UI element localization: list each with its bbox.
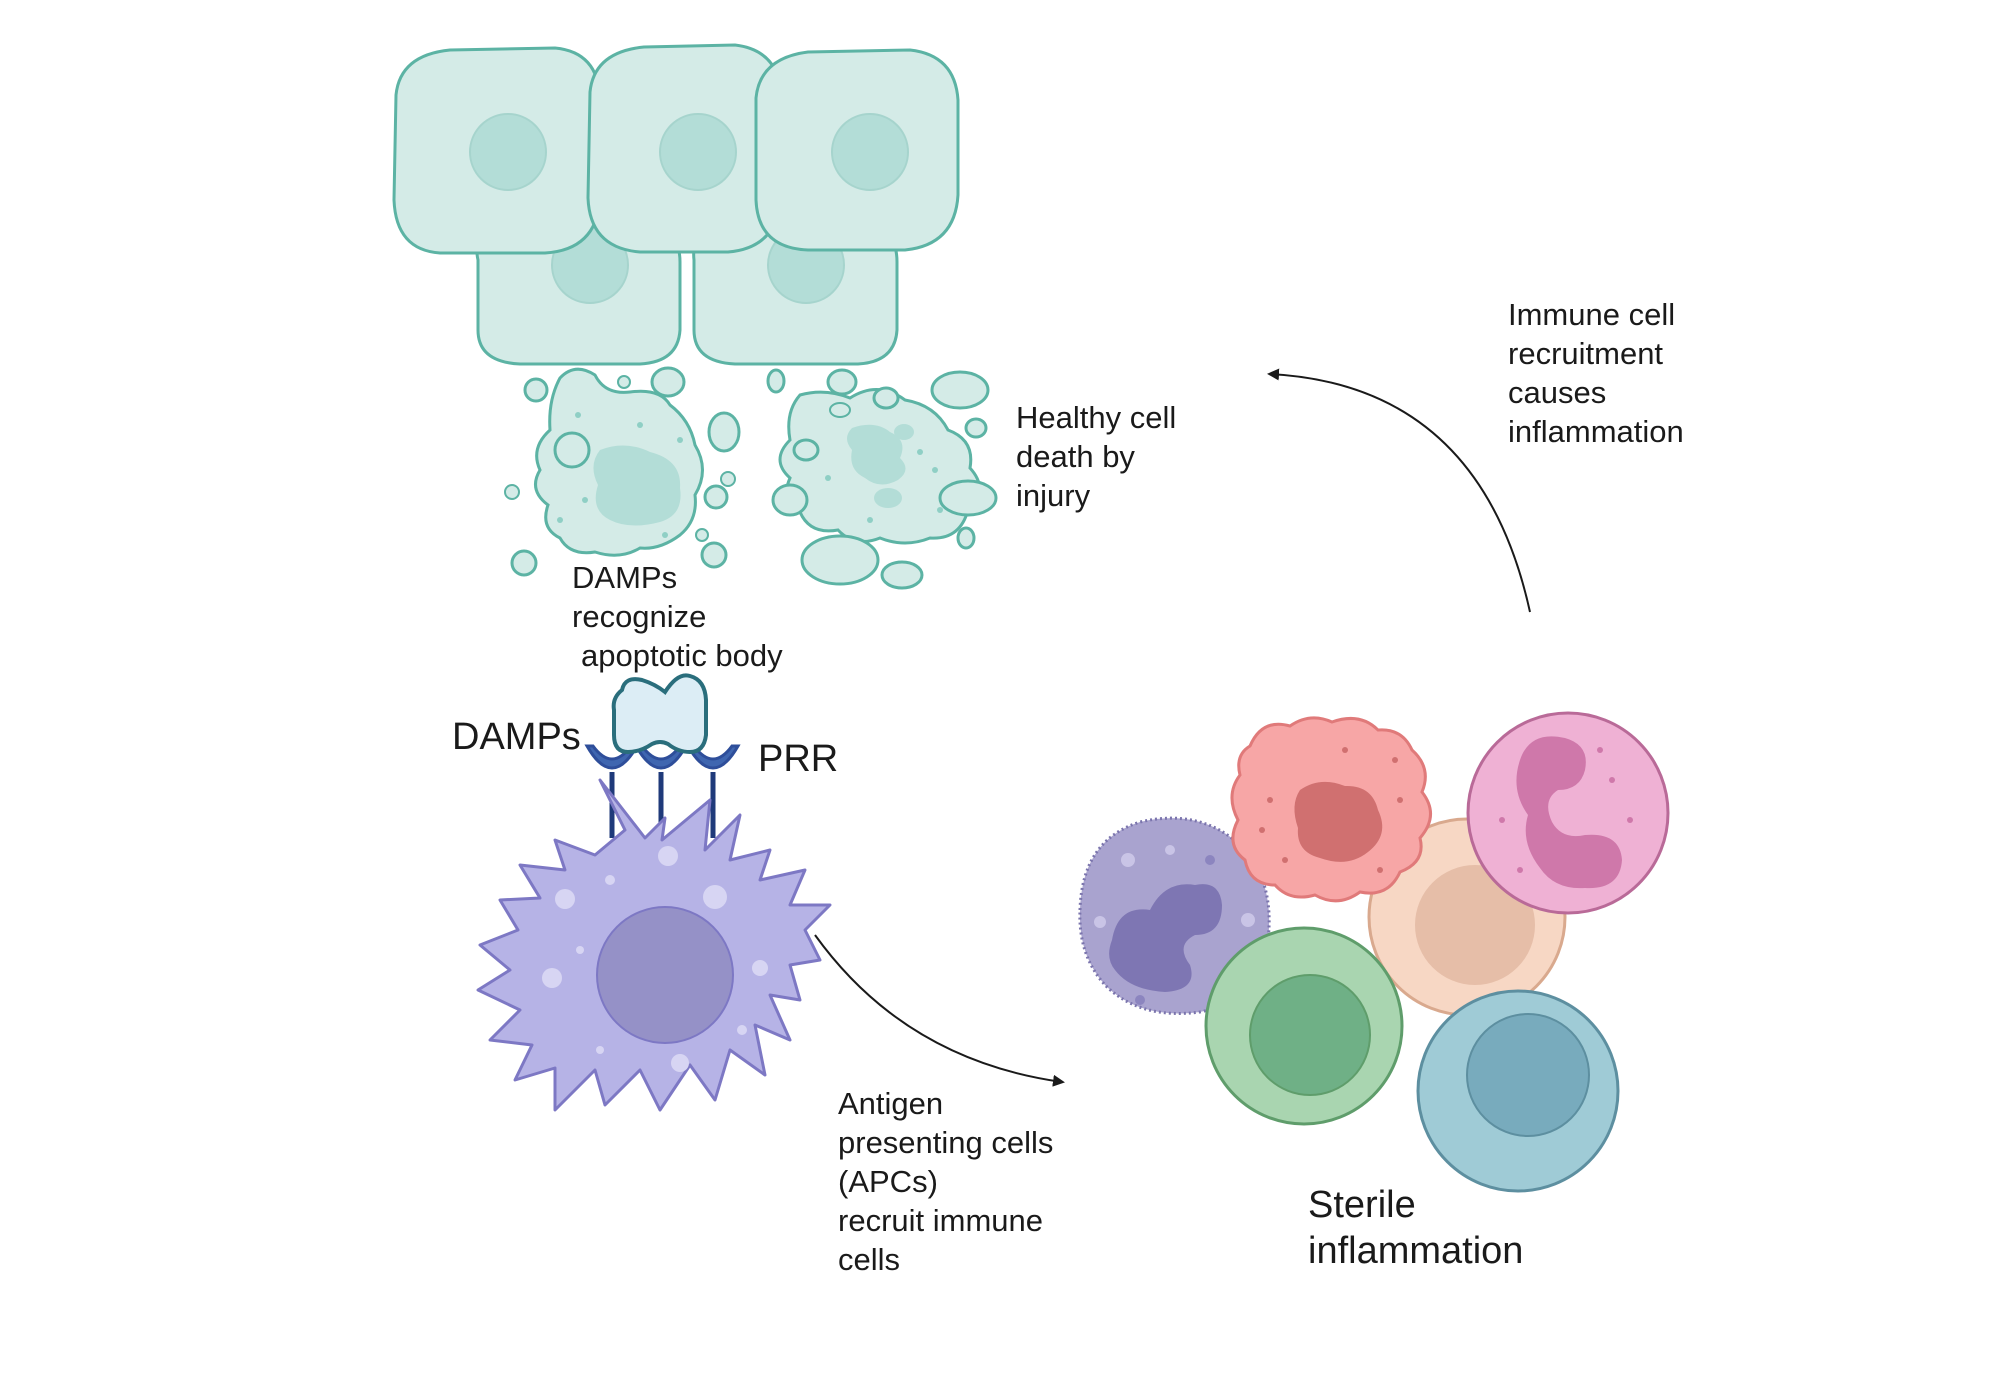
epithelial-cell-icon [586, 43, 784, 254]
healthy-cell-death-label: Healthy cell death by injury [1016, 398, 1176, 515]
prr-label: PRR [758, 738, 839, 780]
apc-recruit-line: cells [838, 1242, 901, 1277]
apc-recruit-line: presenting cells [838, 1125, 1054, 1160]
immune-recruitment-label: Immune cell recruitment causes inflammat… [1508, 295, 1684, 451]
receptor-icon [685, 744, 741, 838]
immune-recruitment-line: inflammation [1508, 414, 1684, 449]
lymphocyte-icon [1204, 926, 1404, 1126]
immune-recruitment-line: recruitment [1508, 336, 1664, 371]
apoptotic-cell-icon [504, 366, 741, 577]
basophil-icon [1466, 711, 1670, 915]
immune-recruitment-line: Immune cell [1508, 297, 1676, 332]
damps-recognize-label: DAMPs recognize apoptotic body [572, 558, 783, 675]
damps-label: DAMPs [452, 716, 581, 758]
apc-to-immune-cells-arrow [814, 934, 1065, 1087]
apc-recruit-line: (APCs) [838, 1164, 938, 1199]
healthy-epithelial-cells [392, 43, 960, 366]
sterile-inflammation-line: inflammation [1308, 1230, 1524, 1272]
sterile-inflammation-line: Sterile [1308, 1184, 1416, 1226]
damp-molecule-icon [611, 673, 708, 755]
apoptotic-cells [504, 366, 998, 590]
healthy-cell-death-line: injury [1016, 478, 1091, 513]
inflammation-feedback-arrow [1267, 368, 1531, 613]
apoptotic-cell-icon [766, 368, 998, 590]
healthy-cell-death-line: Healthy cell [1016, 400, 1177, 435]
eosinophil-icon [1230, 716, 1432, 903]
immune-cell-cluster [1078, 711, 1670, 1193]
healthy-cell-death-line: death by [1016, 439, 1135, 474]
neutrophil-icon [1078, 816, 1271, 1015]
epithelial-cell-icon [392, 46, 602, 255]
damps-recognize-line: DAMPs [572, 560, 678, 595]
immune-recruitment-line: causes [1508, 375, 1607, 410]
damps-recognize-line: apoptotic body [581, 638, 783, 673]
epithelial-cell-icon [754, 48, 960, 252]
sterile-inflammation-label: Sterile inflammation [1308, 1182, 1523, 1274]
lymphocyte-icon [1416, 989, 1620, 1193]
apc-recruit-line: recruit immune [838, 1203, 1043, 1238]
apc-recruit-label: Antigen presenting cells (APCs) recruit … [838, 1084, 1053, 1279]
dendritic-cell-icon [476, 778, 832, 1112]
apc-recruit-line: Antigen [838, 1086, 944, 1121]
damp-prr-complex [584, 673, 741, 838]
damps-recognize-line: recognize [572, 599, 707, 634]
